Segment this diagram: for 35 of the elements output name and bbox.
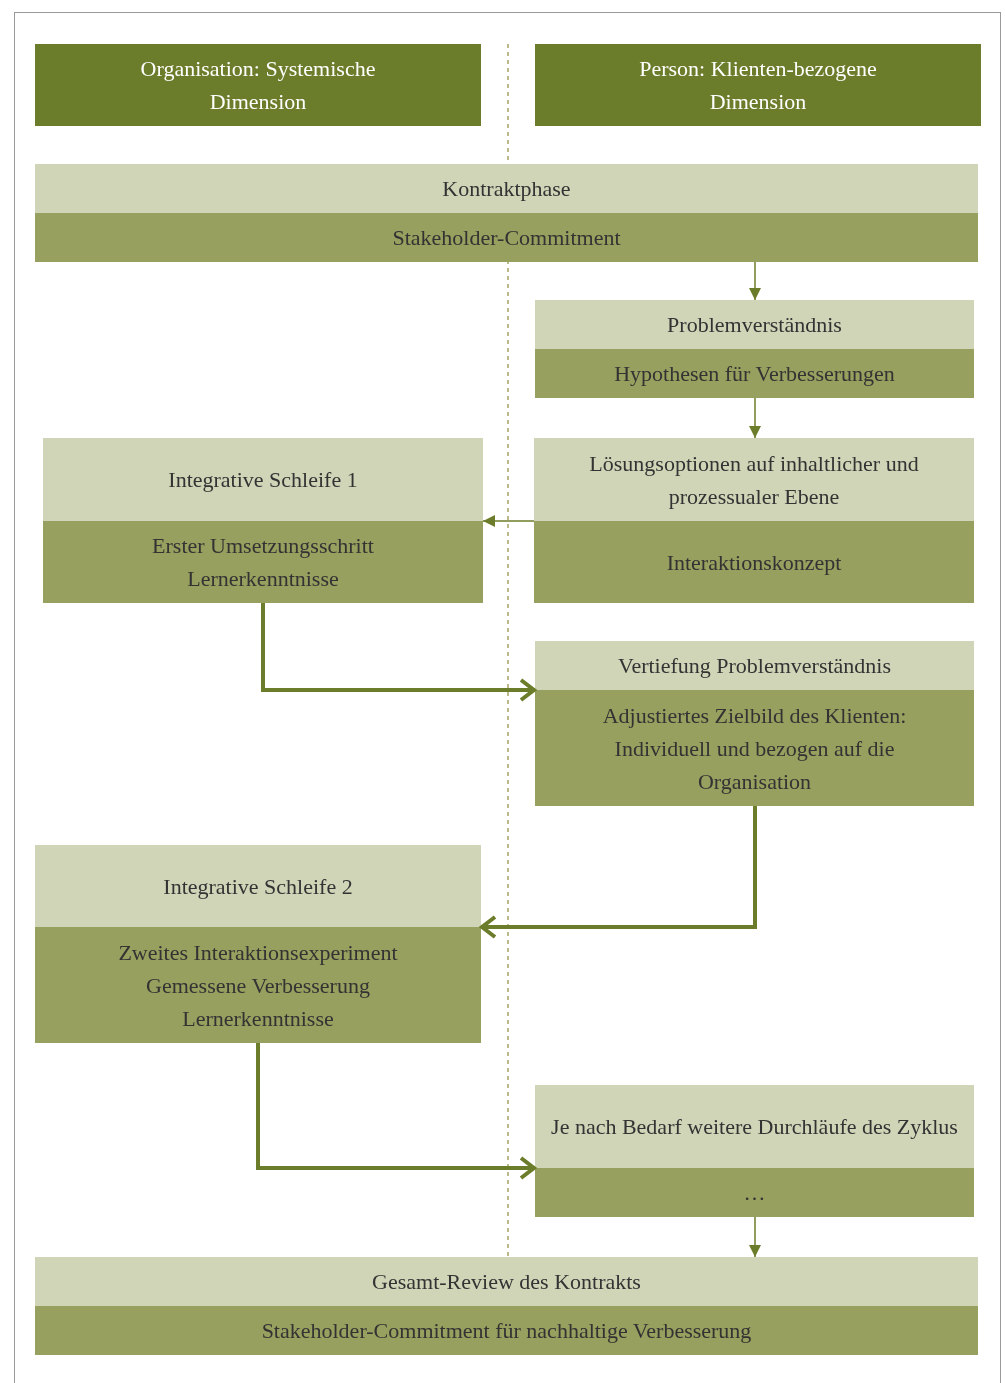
card-text: Interaktionskonzept — [665, 548, 843, 577]
card-text: … — [742, 1179, 767, 1207]
arrow — [749, 1216, 761, 1258]
column-title: Organisation: Systemische Dimension — [139, 55, 377, 116]
arrow — [480, 806, 757, 939]
process-card — [535, 300, 974, 398]
card-text: Zweites Interaktionsexperiment Gemessene Verbesserung Lernerkenntnisse — [117, 938, 399, 1033]
card-text: Erster Umsetzungsschritt Lernerkenntnisse — [151, 532, 375, 593]
card-header: Vertiefung Problemverständnis — [535, 641, 974, 690]
process-card — [35, 845, 481, 1043]
arrow — [482, 515, 535, 527]
column-title: Person: Klienten-bezogene Dimension — [638, 55, 878, 116]
arrow — [749, 397, 761, 439]
card-header: Kontraktphase — [35, 164, 978, 213]
card-header: Lösungsoptionen auf inhaltlicher und prozessualer Ebene — [534, 438, 974, 521]
card-header: Gesamt-Review des Kontrakts — [35, 1257, 978, 1306]
arrow — [749, 261, 761, 301]
card-header: Problemverständnis — [535, 300, 974, 349]
card-header: Integrative Schleife 1 — [43, 438, 483, 521]
card-text: Hypothesen für Verbesserungen — [613, 360, 896, 388]
process-card — [43, 438, 483, 603]
arrow — [256, 1043, 536, 1180]
process-card — [535, 1085, 974, 1217]
card-text: Stakeholder-Commitment für nachhaltige Verbesserung — [260, 1317, 753, 1345]
card-header: Je nach Bedarf weitere Durchläufe des Zyklus — [535, 1085, 974, 1168]
arrow — [261, 603, 536, 702]
process-card — [35, 1257, 978, 1355]
process-card — [535, 641, 974, 806]
column-header — [35, 44, 481, 126]
card-header: Integrative Schleife 2 — [35, 845, 481, 927]
column-header — [535, 44, 981, 126]
process-card — [534, 438, 974, 603]
card-text: Stakeholder-Commitment — [391, 224, 622, 252]
card-text: Adjustiertes Zielbild des Klienten: Individuell und bezogen auf die Organisation — [601, 701, 908, 796]
process-card — [35, 164, 978, 262]
